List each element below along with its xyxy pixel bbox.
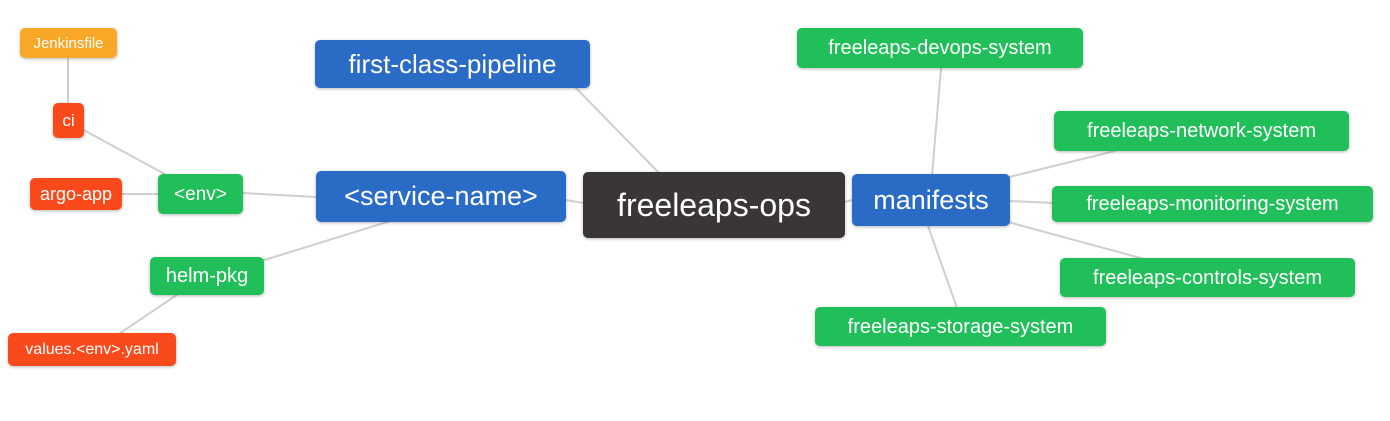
node-values-env-yaml[interactable]: values.<env>.yaml — [8, 333, 176, 366]
node-freeleaps-network-system[interactable]: freeleaps-network-system — [1054, 111, 1349, 151]
node-freeleaps-storage-system[interactable]: freeleaps-storage-system — [815, 307, 1106, 346]
node-helm-pkg[interactable]: helm-pkg — [150, 257, 264, 295]
edge-env--service-name — [242, 192, 317, 198]
node-freeleaps-controls-system[interactable]: freeleaps-controls-system — [1060, 258, 1355, 297]
edge-freeleaps-devops-system--manifests — [931, 67, 942, 177]
edge-manifests--freeleaps-controls-system — [1007, 221, 1149, 261]
edge-first-class-pipeline--freeleaps-ops — [571, 83, 664, 178]
node-freeleaps-devops-system[interactable]: freeleaps-devops-system — [797, 28, 1083, 68]
node-env[interactable]: <env> — [158, 174, 243, 214]
edge-manifests--freeleaps-monitoring-system — [1009, 200, 1055, 204]
node-manifests[interactable]: manifests — [852, 174, 1010, 226]
edge-helm-pkg--values-env-yaml — [115, 293, 179, 337]
node-first-class-pipeline[interactable]: first-class-pipeline — [315, 40, 590, 88]
edge-manifests--freeleaps-network-system — [1008, 150, 1116, 178]
node-jenkinsfile[interactable]: Jenkinsfile — [20, 28, 117, 58]
edge-ci--env — [79, 127, 173, 179]
node-service-name[interactable]: <service-name> — [316, 171, 566, 222]
edge-service-name--helm-pkg — [257, 217, 401, 263]
node-freeleaps-monitoring-system[interactable]: freeleaps-monitoring-system — [1052, 186, 1373, 222]
node-freeleaps-ops[interactable]: freeleaps-ops — [583, 172, 845, 238]
edge-service-name--freeleaps-ops — [565, 199, 584, 204]
edge-manifests--freeleaps-storage-system — [927, 225, 958, 309]
node-argo-app[interactable]: argo-app — [30, 178, 122, 210]
node-ci[interactable]: ci — [53, 103, 84, 138]
edge-freeleaps-ops--manifests — [844, 199, 853, 203]
